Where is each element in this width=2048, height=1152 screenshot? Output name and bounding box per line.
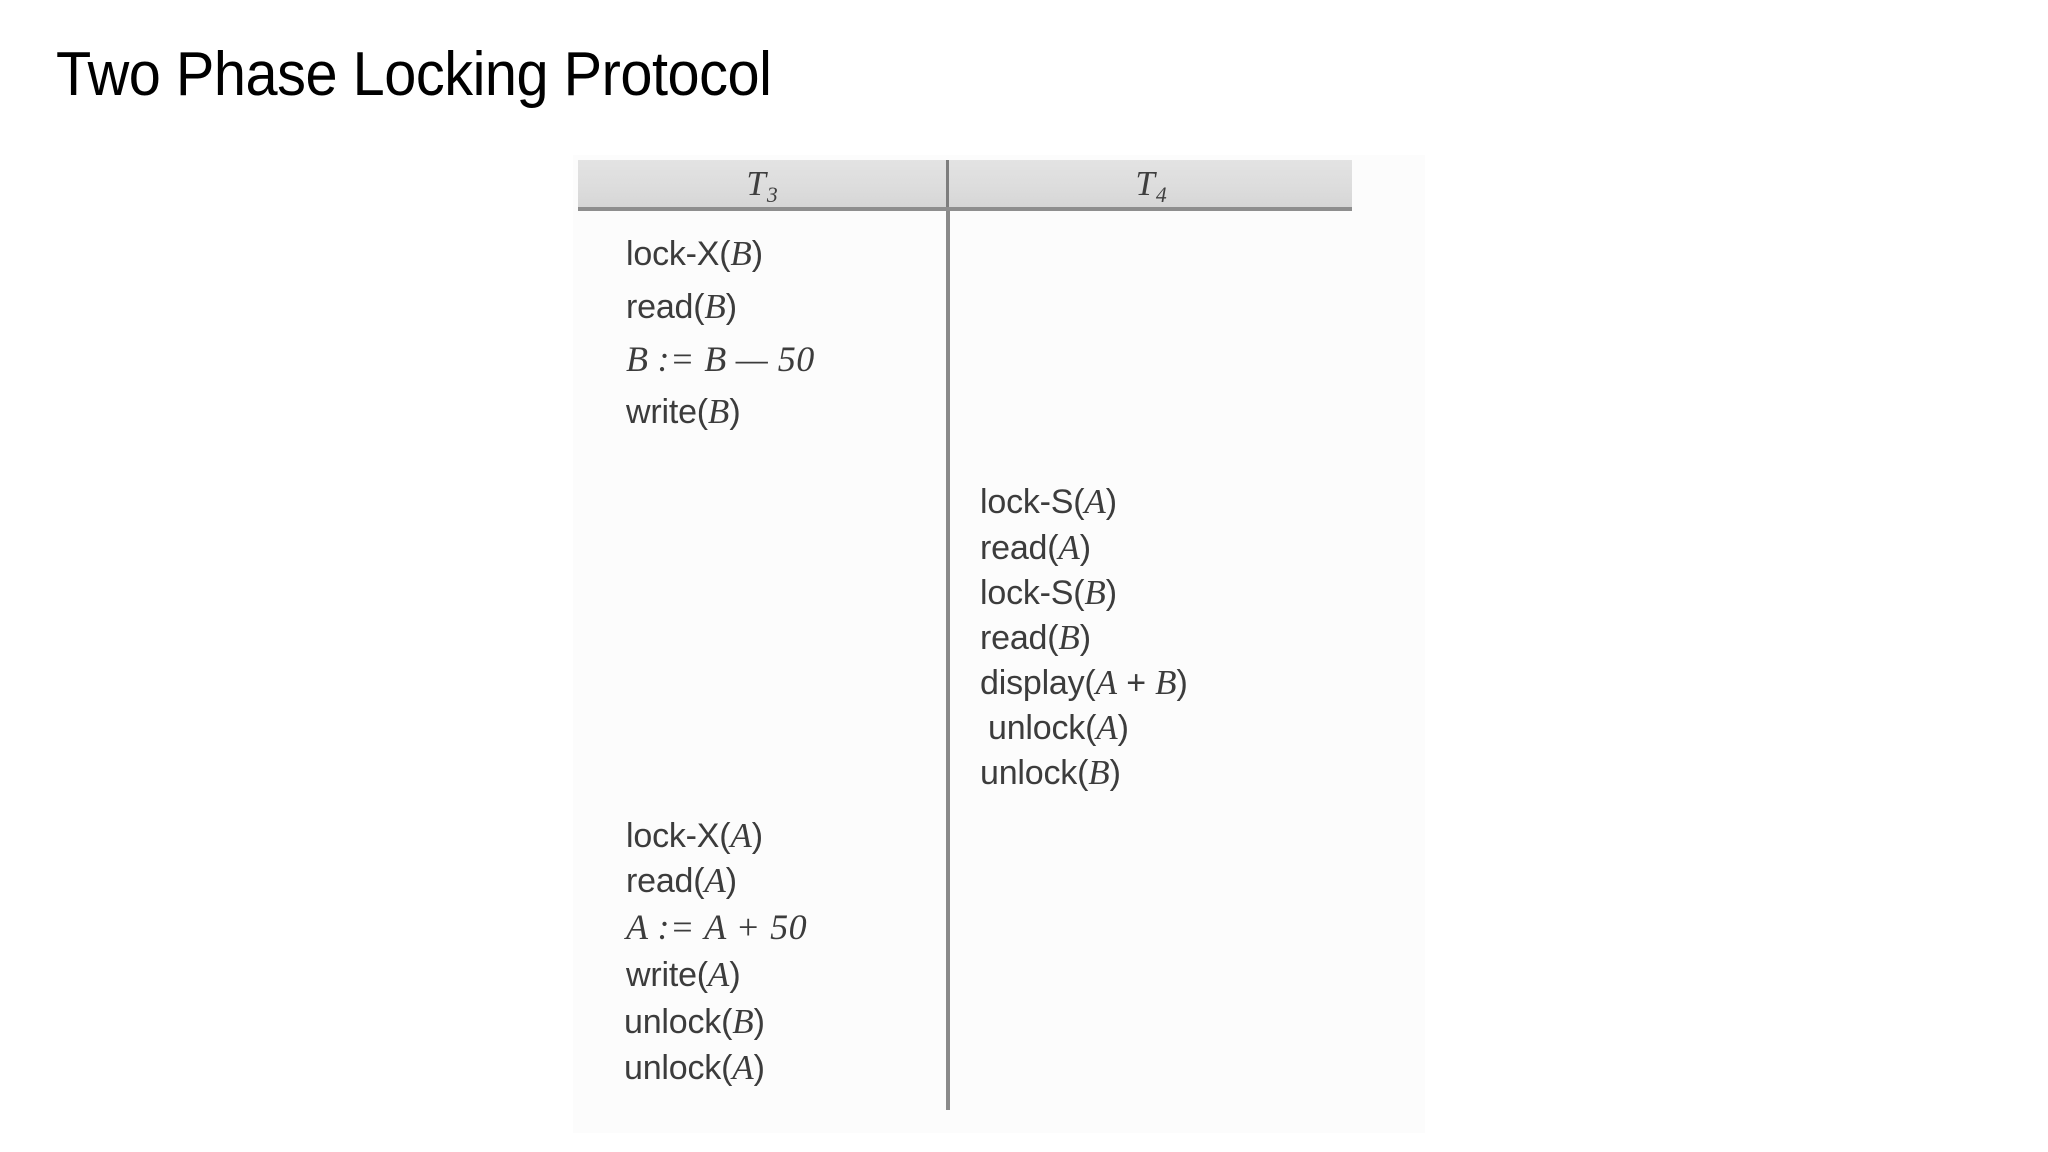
- variable-name: B: [1088, 753, 1110, 792]
- column-header-t3-label: T: [746, 164, 766, 203]
- operation-line: B := B — 50: [626, 339, 815, 379]
- column-header-t3: T3: [578, 160, 946, 207]
- variable-name: A: [1096, 708, 1118, 747]
- operation-line: display(A + B): [980, 663, 1188, 702]
- variable-name: B: [732, 1002, 754, 1041]
- column-header-t4-label: T: [1135, 164, 1155, 203]
- operation-line: unlock(B): [624, 1002, 765, 1041]
- variable-name: A: [1058, 528, 1080, 567]
- variable-name: A: [1084, 482, 1106, 521]
- variable-name: B: [626, 339, 648, 379]
- operation-line: read(B): [626, 287, 737, 326]
- table-header-rule: [578, 207, 1352, 211]
- operation-line: write(B): [626, 392, 741, 431]
- column-header-t4: T4: [950, 160, 1352, 207]
- variable-name: B: [704, 287, 726, 326]
- variable-name: A: [730, 816, 752, 855]
- variable-name: A: [732, 1048, 754, 1087]
- variable-name: B: [1155, 663, 1177, 702]
- variable-name: B: [1084, 573, 1106, 612]
- column-header-t3-subscript: 3: [766, 182, 778, 207]
- operation-line: unlock(B): [980, 753, 1121, 792]
- variable-name: B: [1058, 618, 1080, 657]
- variable-name: B: [704, 339, 727, 379]
- operation-line: lock-X(A): [626, 816, 763, 855]
- operation-line: unlock(A): [624, 1048, 765, 1087]
- table-column-divider: [946, 211, 950, 1110]
- operation-line: unlock(A): [988, 708, 1129, 747]
- variable-name: A: [704, 907, 727, 947]
- operation-line: read(A): [980, 528, 1091, 567]
- variable-name: A: [704, 861, 726, 900]
- variable-name: B: [707, 392, 730, 431]
- page-title: Two Phase Locking Protocol: [56, 40, 772, 109]
- operation-line: read(B): [980, 618, 1091, 657]
- operation-line: lock-S(B): [980, 573, 1117, 612]
- operation-line: write(A): [626, 955, 741, 994]
- operation-line: lock-S(A): [980, 482, 1117, 521]
- operation-line: read(A): [626, 861, 737, 900]
- variable-name: A: [626, 907, 648, 947]
- variable-name: A: [1095, 663, 1117, 702]
- operation-line: A := A + 50: [626, 907, 808, 947]
- variable-name: B: [730, 234, 752, 273]
- column-header-t4-subscript: 4: [1155, 182, 1167, 207]
- table-header-divider: [946, 160, 949, 207]
- operation-line: lock-X(B): [626, 234, 763, 273]
- variable-name: A: [707, 955, 730, 994]
- table-header-row: [578, 160, 1352, 207]
